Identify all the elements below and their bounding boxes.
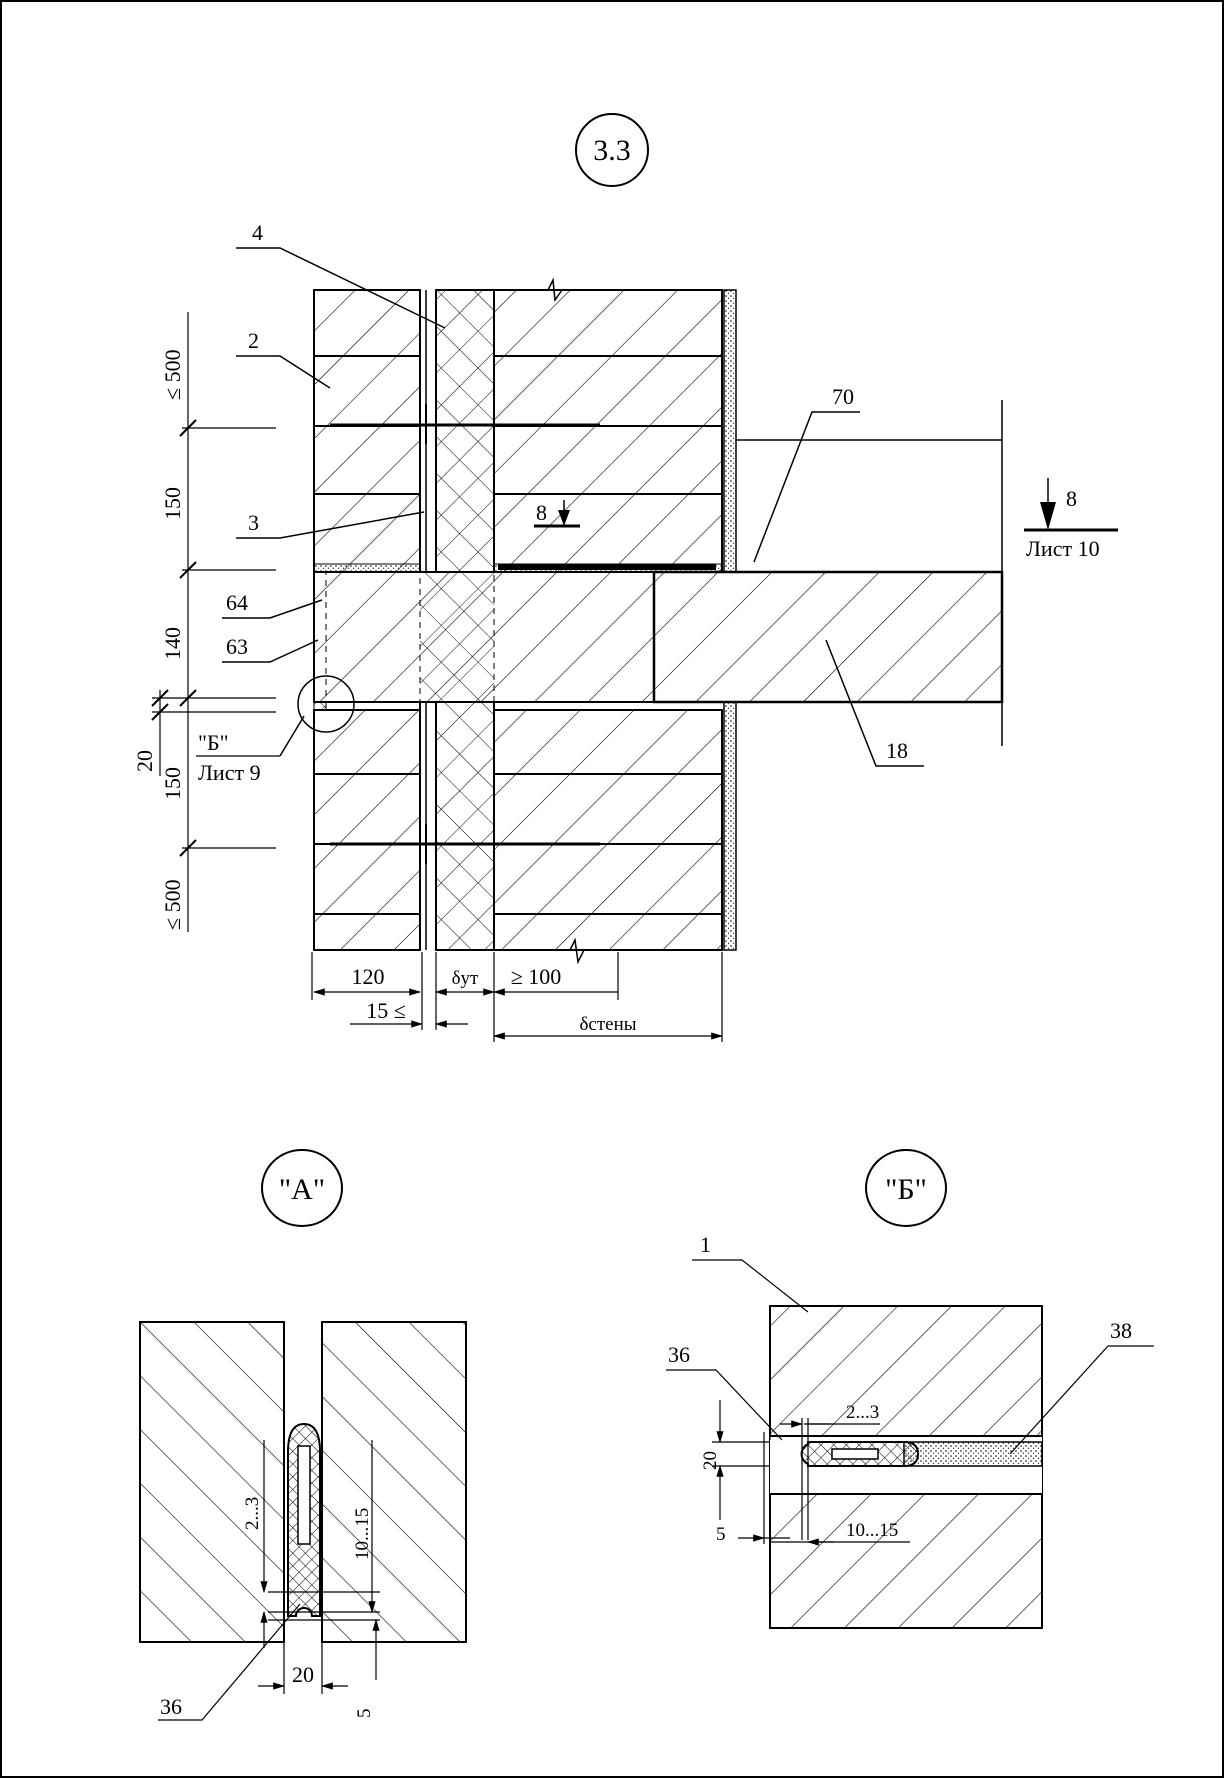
detail-b-leader-1: 1: [700, 1232, 711, 1257]
callout-text: "Б" Лист 9: [196, 730, 280, 785]
leader-label-64: 64: [226, 590, 248, 615]
callout-sheet: Лист 9: [198, 760, 261, 785]
detail-b-mark-label: "Б": [885, 1173, 927, 1206]
detail-b-leader-38: 38: [1110, 1318, 1132, 1343]
detail-b-mark-circle: [865, 1149, 947, 1227]
detail-b-leader-36: 36: [668, 1342, 690, 1367]
floor-slab: [313, 400, 1004, 746]
dim-140: 140: [160, 627, 185, 660]
dim-150-upper: 150: [160, 487, 185, 520]
detail-b-dim-2-3: 2...3: [846, 1402, 879, 1423]
lower-masonry: [313, 701, 737, 965]
upper-masonry: [313, 277, 737, 573]
horizontal-dimensions: [311, 952, 724, 1042]
section-ref: 8 Лист 10: [1024, 478, 1118, 561]
dim-min-inner: ≥ 100: [511, 964, 562, 989]
leader-label-3: 3: [248, 510, 259, 535]
detail-a-dim-5: 5: [354, 1709, 375, 1719]
dim-20: 20: [132, 750, 157, 772]
view-mark-label: 3.3: [593, 134, 631, 167]
detail-a-dim-20: 20: [292, 1662, 314, 1687]
detail-b-dim-20: 20: [700, 1451, 721, 1470]
dim-bottom-max: ≤ 500: [160, 879, 185, 930]
leader-label-18: 18: [886, 738, 908, 763]
detail-a-dim-10-15: 10...15: [352, 1508, 373, 1560]
dim-top-max: ≤ 500: [160, 349, 185, 400]
section-cut: 8: [534, 500, 580, 528]
detail-a-leader-36: 36: [160, 1694, 182, 1719]
detail-a-dim-2-3: 2...3: [242, 1497, 263, 1530]
detail-a-mark-circle: [261, 1149, 343, 1227]
dim-insulation: δут: [452, 968, 479, 989]
leader-label-70: 70: [832, 384, 854, 409]
detail-b-dim-5: 5: [716, 1524, 726, 1545]
view-mark-circle: [575, 113, 649, 187]
detail-b-callout-circle: [297, 675, 355, 733]
leader-label-4: 4: [252, 220, 263, 245]
section-ref-number: 8: [1066, 486, 1077, 511]
dim-wall: δстены: [579, 1014, 636, 1035]
dim-150-lower: 150: [160, 767, 185, 800]
main-view: 3.3: [132, 113, 1118, 1042]
detail-a: "А" 2...3 10...15 20 5 36: [139, 1149, 467, 1721]
detail-b: "Б" 1 36 38 2: [666, 1149, 1154, 1629]
section-ref-sheet: Лист 10: [1026, 536, 1100, 561]
dim-min-gap: 15 ≤: [366, 998, 406, 1023]
vertical-dimensions: [151, 312, 276, 932]
leader-label-2: 2: [248, 328, 259, 353]
section-cut-number: 8: [536, 500, 547, 525]
dim-outer-leaf: 120: [352, 964, 385, 989]
detail-a-mark-label: "А": [279, 1173, 325, 1206]
leaders: [222, 247, 924, 767]
leader-label-63: 63: [226, 634, 248, 659]
callout-label: "Б": [198, 730, 229, 755]
detail-b-dim-10-15: 10...15: [846, 1520, 898, 1541]
